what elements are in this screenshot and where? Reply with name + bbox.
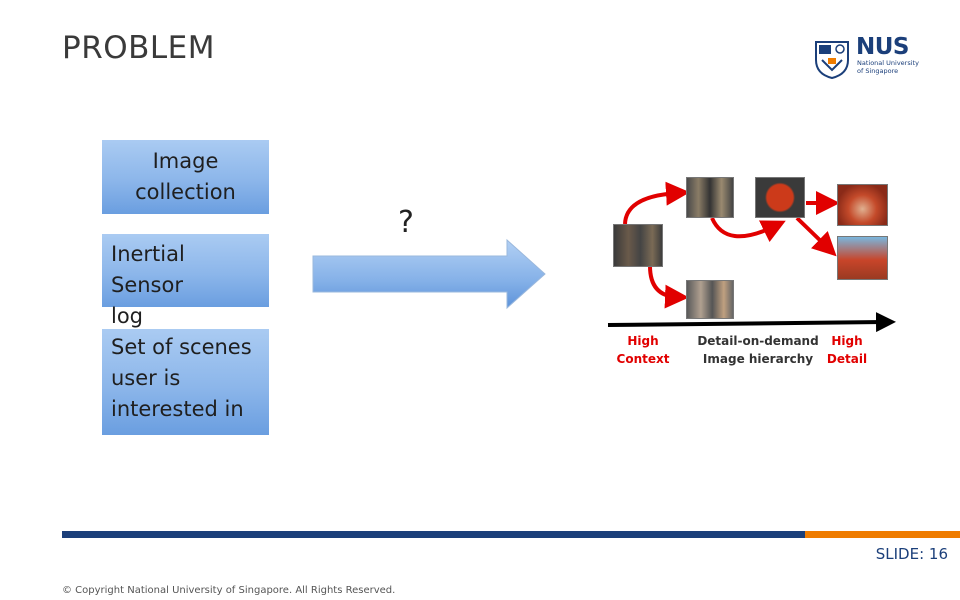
logo-subtitle-line1: National University bbox=[857, 59, 919, 67]
hierarchy-edge bbox=[710, 217, 786, 243]
axis-label-high-detail: High Detail bbox=[826, 334, 868, 366]
footer-bar-blue bbox=[62, 531, 805, 538]
copyright-notice: © Copyright National University of Singa… bbox=[62, 585, 396, 596]
hierarchy-edge bbox=[623, 181, 690, 225]
image-thumbnail bbox=[837, 236, 888, 280]
input-box-image-collection: Image collection bbox=[102, 140, 269, 214]
hierarchy-edge bbox=[648, 265, 689, 309]
nus-crest-icon bbox=[815, 41, 849, 80]
logo-subtitle: National University of Singapore bbox=[857, 59, 927, 75]
image-thumbnail bbox=[686, 177, 734, 218]
logo-wordmark: NUS bbox=[856, 34, 910, 60]
axis-label-detail-on-demand: Detail-on-demand Image hierarchy bbox=[697, 334, 819, 366]
footer-bar-orange bbox=[805, 531, 960, 538]
question-mark: ? bbox=[398, 205, 414, 240]
image-thumbnail bbox=[613, 224, 663, 267]
image-thumbnail bbox=[755, 177, 805, 218]
transform-arrow-icon bbox=[312, 238, 546, 310]
axis-label-high-context: High Context bbox=[616, 334, 670, 366]
hierarchy-edge bbox=[795, 216, 837, 257]
nus-logo: NUS National University of Singapore bbox=[810, 34, 927, 80]
slide-title: PROBLEM bbox=[62, 30, 216, 66]
input-box-inertial-sensor-log: Inertial Sensor log bbox=[102, 234, 269, 328]
image-thumbnail bbox=[686, 280, 734, 319]
image-thumbnail bbox=[837, 184, 888, 226]
hierarchy-axis bbox=[607, 312, 896, 333]
logo-subtitle-line2: of Singapore bbox=[857, 67, 899, 75]
input-box-scenes-of-interest: Set of scenes user is interested in bbox=[102, 329, 269, 435]
slide-number: SLIDE: 16 bbox=[875, 545, 948, 563]
